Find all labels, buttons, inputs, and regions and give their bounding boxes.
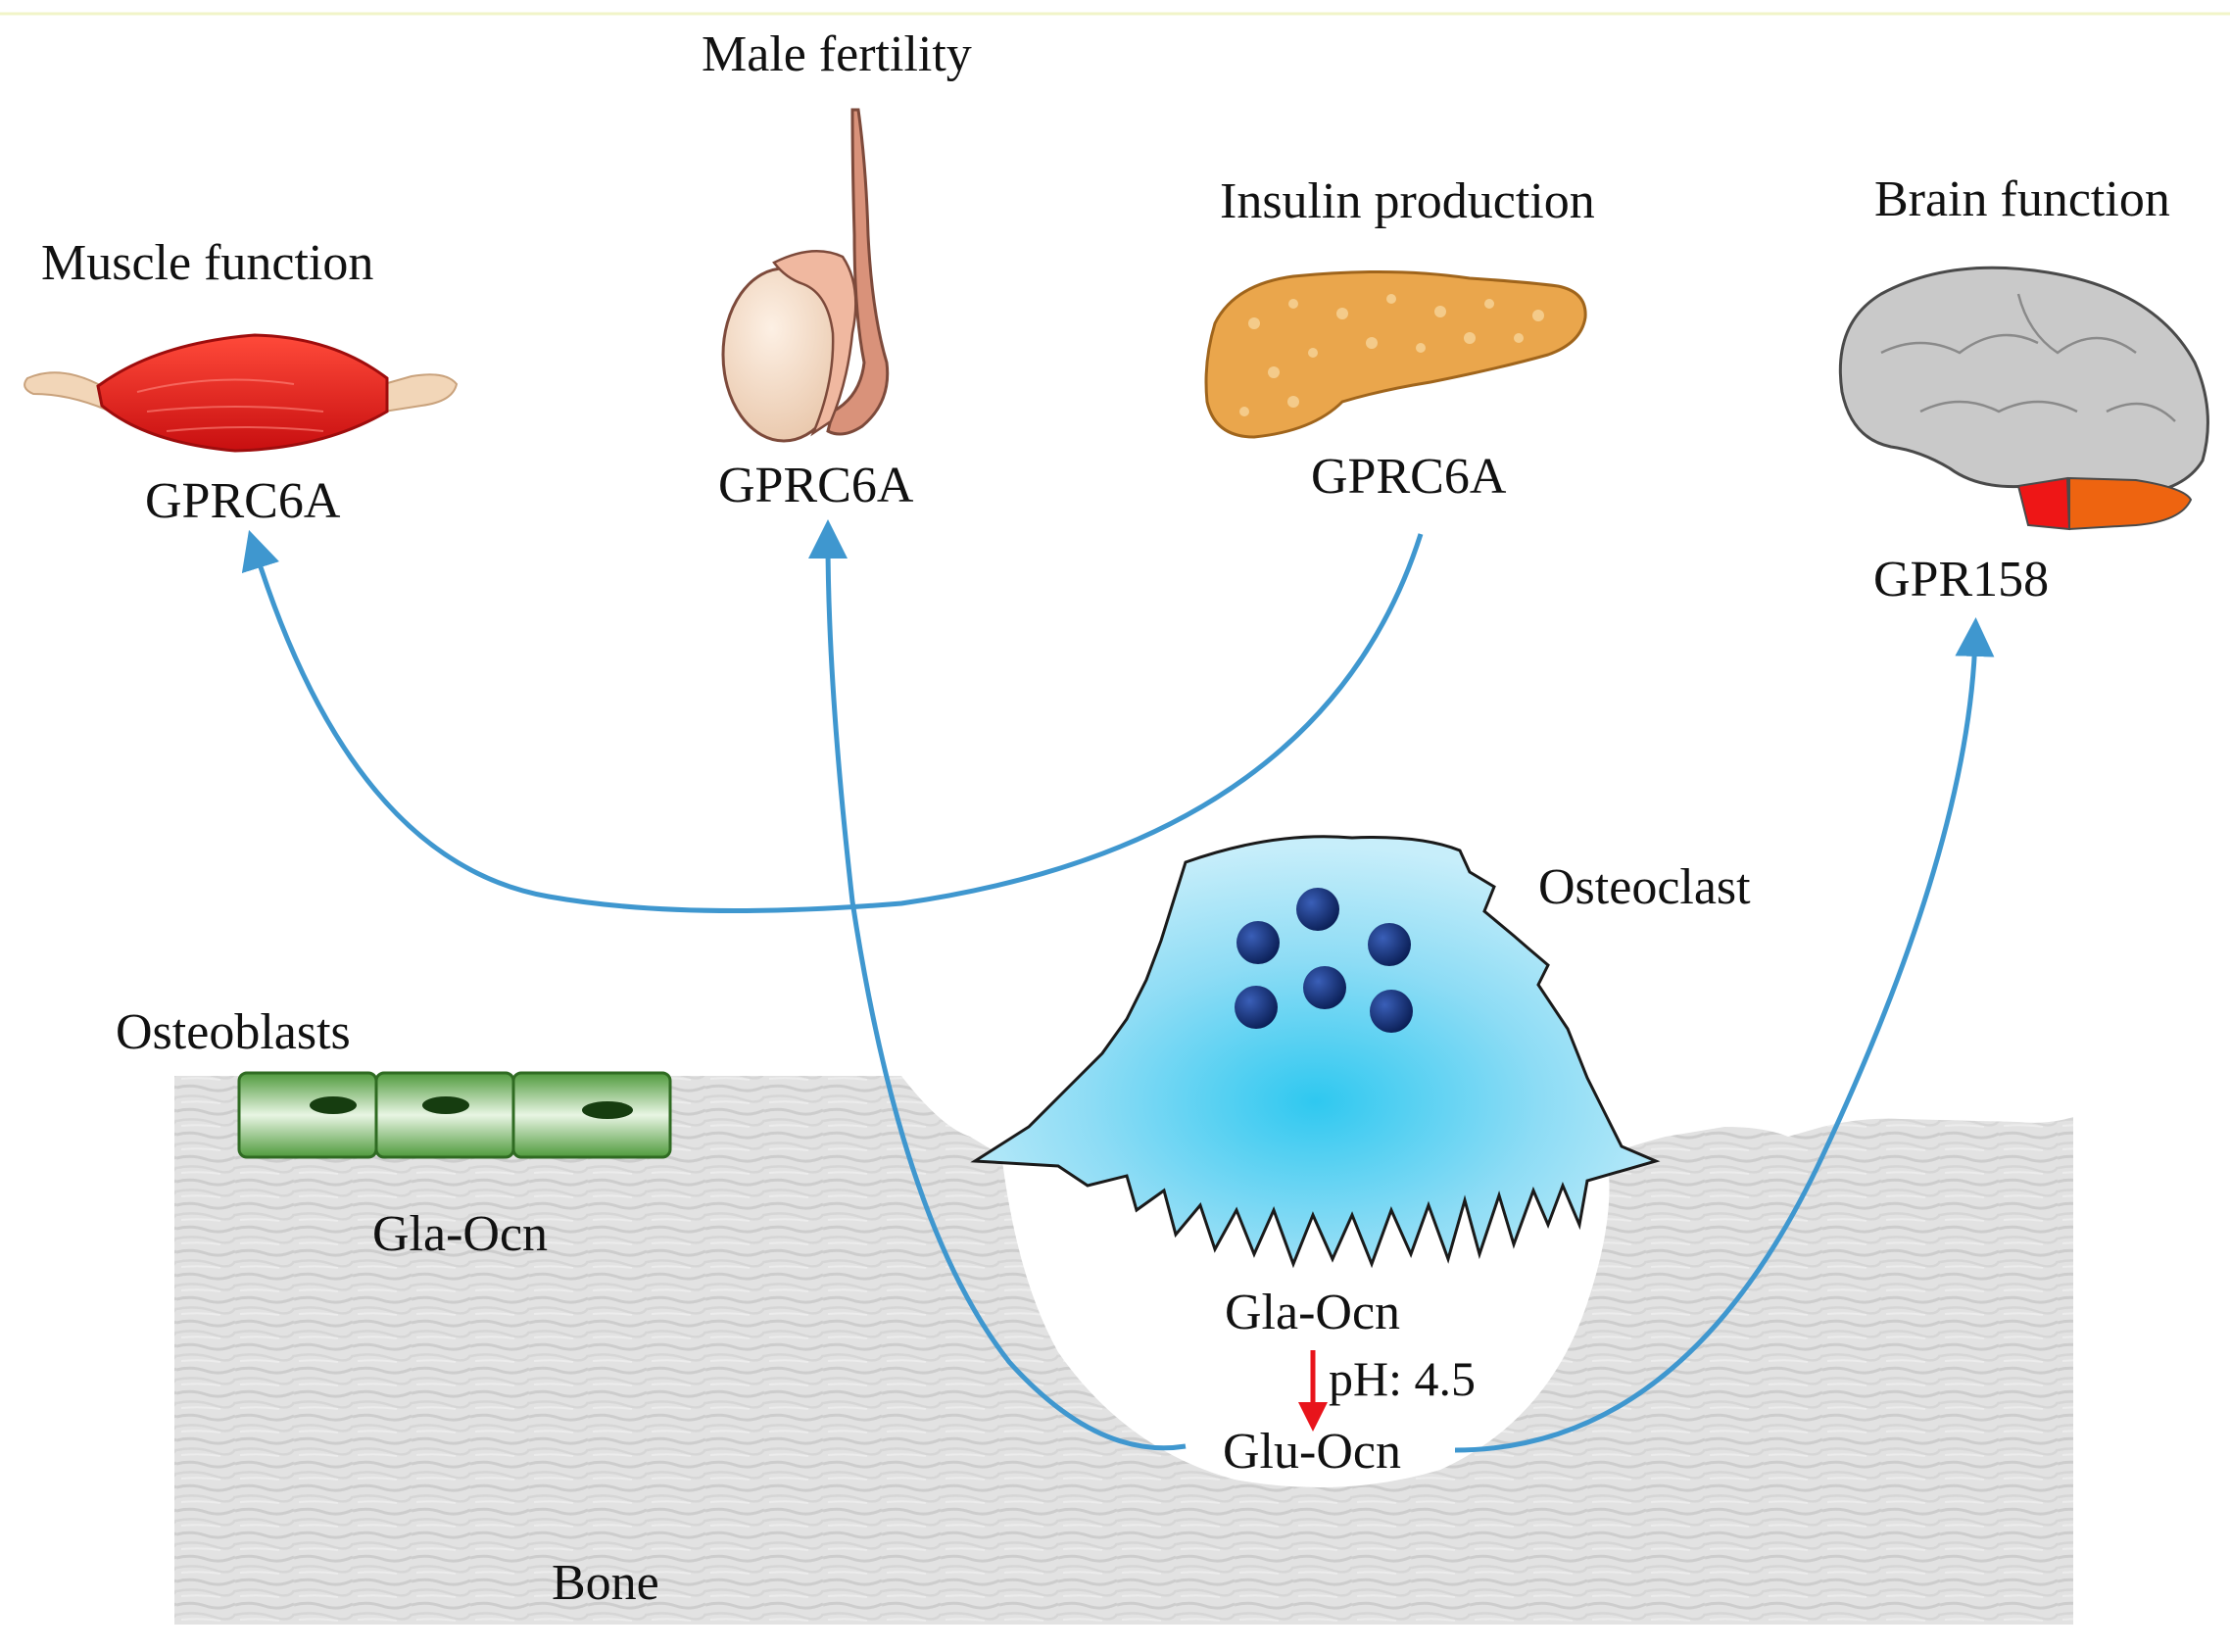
muscle-function-label: Muscle function bbox=[41, 235, 373, 291]
brain-receptor-label: GPR158 bbox=[1873, 552, 2049, 607]
osteoblast-cell bbox=[374, 1071, 515, 1159]
pancreas-receptor-label: GPRC6A bbox=[1311, 449, 1507, 505]
bone-label: Bone bbox=[552, 1555, 659, 1611]
nucleus bbox=[1368, 923, 1411, 966]
bone-gla-ocn-label: Gla-Ocn bbox=[372, 1206, 548, 1262]
testis-receptor-label: GPRC6A bbox=[718, 458, 914, 513]
nucleus bbox=[1370, 990, 1413, 1033]
ph-label: pH: 4.5 bbox=[1329, 1351, 1476, 1406]
nucleus bbox=[1296, 888, 1339, 931]
osteoblast-cell bbox=[511, 1071, 672, 1159]
osteoclast-cell bbox=[970, 835, 1661, 1269]
osteoblast-cell bbox=[237, 1071, 378, 1159]
muscle-illustration bbox=[24, 333, 459, 453]
nucleus bbox=[1236, 921, 1280, 964]
insulin-production-label: Insulin production bbox=[1220, 173, 1595, 229]
nucleus bbox=[1303, 966, 1346, 1009]
brain-function-label: Brain function bbox=[1874, 171, 2170, 227]
pancreas-illustration bbox=[1204, 269, 1587, 439]
resorption-gla-ocn-label: Gla-Ocn bbox=[1225, 1285, 1400, 1340]
glu-ocn-label: Glu-Ocn bbox=[1223, 1424, 1401, 1480]
arrow-to-muscle bbox=[241, 529, 1424, 914]
male-fertility-label: Male fertility bbox=[702, 26, 972, 82]
signaling-arrows bbox=[241, 519, 1995, 1453]
muscle-receptor-label: GPRC6A bbox=[145, 473, 341, 529]
arrow-to-pancreas bbox=[808, 519, 1187, 1451]
nucleus bbox=[1235, 986, 1278, 1029]
osteoblast-cells bbox=[237, 1071, 672, 1159]
osteoclast-label: Osteoclast bbox=[1538, 859, 1751, 915]
testis-illustration bbox=[721, 108, 890, 443]
arrow-to-brain bbox=[1454, 617, 1995, 1453]
osteoblasts-label: Osteoblasts bbox=[116, 1004, 351, 1060]
brain-illustration bbox=[1838, 266, 2209, 531]
